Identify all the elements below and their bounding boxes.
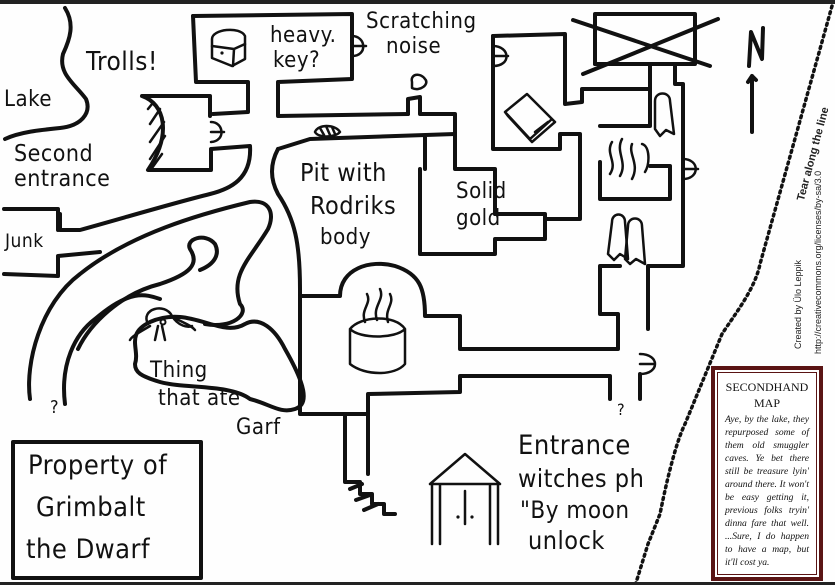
fire-pit-icon [598, 137, 672, 201]
stairs-icon [343, 412, 397, 516]
map-drawing [2, 4, 834, 582]
label-property-of: Property of [28, 450, 168, 481]
label-scratching: Scratching [366, 9, 477, 34]
question-mark-right: ? [617, 400, 626, 419]
label-garf: Garf [236, 415, 281, 440]
property-box [11, 440, 203, 580]
label-gold: gold [456, 206, 501, 231]
note-title-2: MAP [753, 396, 780, 411]
label-grimbalt: Grimbalt [36, 492, 146, 523]
label-heavy: heavy. [270, 23, 337, 48]
note-title-1: SECONDHAND [725, 380, 809, 394]
cauldron-chamber [298, 261, 620, 351]
label-second-entrance-1: Second [14, 141, 94, 167]
label-rodriks: Rodriks [310, 191, 397, 220]
label-junk: Junk [5, 230, 44, 252]
note-body: Aye, by the lake, they repurposed some o… [725, 413, 809, 569]
label-unlock: unlock [528, 526, 605, 555]
door-trolls-room [209, 120, 226, 144]
license-link[interactable]: http://creativecommons.org/licenses/by-s… [813, 170, 823, 354]
label-by-moon: "By moon [520, 496, 630, 524]
cauldron-icon [348, 287, 407, 375]
skeleton-icon [313, 124, 342, 138]
label-thing: Thing [150, 358, 208, 383]
treasure-chest-icon [210, 28, 247, 68]
scratching-creature-icon [410, 73, 428, 91]
door-icon [428, 452, 502, 546]
crossed-out-room-icon [571, 12, 720, 76]
question-mark-left: ? [50, 397, 60, 418]
label-trolls: Trolls! [86, 47, 158, 77]
door-treasure-room [350, 34, 368, 58]
north-arrow-icon [746, 26, 765, 134]
label-solid: Solid [456, 179, 507, 204]
ghost-icon [606, 92, 676, 266]
ghost-hall [646, 62, 685, 331]
secondhand-map-note: SECONDHAND MAP Aye, by the lake, they re… [711, 366, 823, 581]
label-noise: noise [386, 34, 442, 59]
label-lake: Lake [4, 87, 53, 112]
door-lower-right [638, 352, 657, 376]
label-entrance: Entrance [518, 430, 631, 461]
credit-text: Created by Ülo Leppik [793, 259, 803, 349]
label-pit: Pit with [300, 158, 387, 187]
book-icon [503, 92, 557, 144]
winding-tunnel [27, 199, 273, 401]
door-ghost-hall [681, 157, 700, 181]
label-body: body [320, 225, 371, 250]
door-book-room [491, 44, 510, 68]
gold-room [418, 167, 547, 256]
junk-room [2, 207, 102, 278]
label-witches: witches ph [518, 464, 645, 493]
label-second-entrance-2: entrance [14, 166, 111, 192]
book-room [491, 30, 652, 106]
treasure-room [191, 12, 410, 118]
tear-line [634, 4, 834, 582]
lake-shoreline [3, 6, 90, 141]
label-the-dwarf: the Dwarf [26, 534, 151, 565]
scratching-corridor [406, 95, 497, 216]
label-key: key? [273, 48, 321, 73]
bird-creature-icon [128, 307, 197, 342]
label-that-ate: that ate [158, 386, 241, 411]
trolls-room [58, 94, 253, 232]
